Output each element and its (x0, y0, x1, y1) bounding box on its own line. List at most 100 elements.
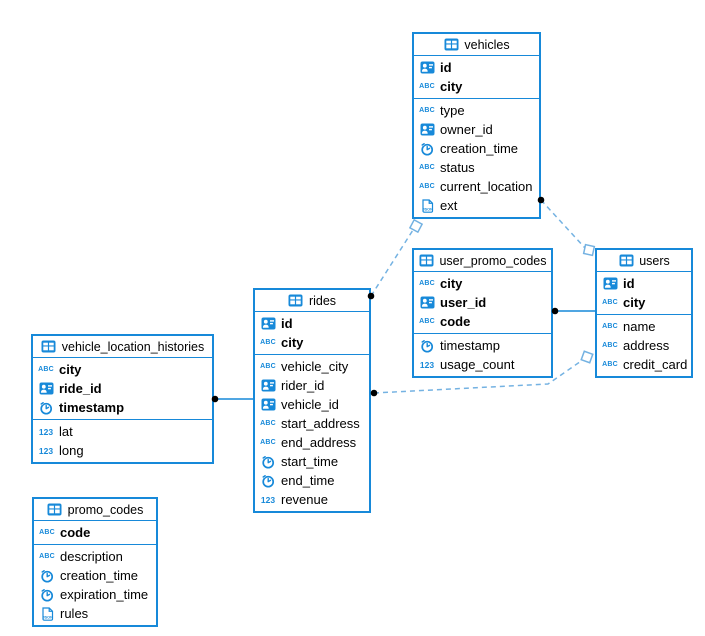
column-name: type (440, 103, 465, 118)
column-name: id (281, 316, 293, 331)
column-row[interactable]: ABC city (597, 293, 691, 312)
column-row[interactable]: ABC city (33, 360, 212, 379)
person-id-icon (38, 382, 54, 395)
column-row[interactable]: ABC type (414, 101, 539, 120)
column-row[interactable]: creation_time (414, 139, 539, 158)
abc-text-icon: ABC (39, 553, 55, 560)
table-header[interactable]: user_promo_codes (414, 250, 551, 272)
column-name: id (623, 276, 635, 291)
column-row[interactable]: vehicle_id (255, 395, 369, 414)
table-header[interactable]: rides (255, 290, 369, 312)
table-title: vehicle_location_histories (61, 339, 205, 354)
table-header[interactable]: vehicle_location_histories (33, 336, 212, 358)
column-row[interactable]: start_time (255, 452, 369, 471)
column-name: start_time (281, 454, 339, 469)
column-row[interactable]: expiration_time (34, 585, 156, 604)
column-name: timestamp (59, 400, 125, 415)
column-row[interactable]: user_id (414, 293, 551, 312)
column-row[interactable]: end_time (255, 471, 369, 490)
table-title: users (639, 253, 670, 268)
table-header[interactable]: promo_codes (34, 499, 156, 521)
column-name: long (59, 443, 84, 458)
person-id-icon (260, 379, 276, 392)
clock-icon (260, 455, 276, 469)
table-header[interactable]: vehicles (414, 34, 539, 56)
abc-text-icon: ABC (38, 366, 54, 373)
abc-text-icon: ABC (419, 318, 435, 325)
abc-text-icon: ABC (602, 299, 618, 306)
person-id-icon (419, 296, 435, 309)
relation-rides-vehicles[interactable] (370, 229, 414, 297)
table-header[interactable]: users (597, 250, 691, 272)
column-name: expiration_time (60, 587, 149, 602)
table-title: rides (308, 293, 337, 308)
relation-dot-endpoint (370, 389, 378, 397)
abc-text-icon: ABC (602, 323, 618, 330)
abc-text-icon: ABC (260, 339, 276, 346)
json-document-icon: JSON (39, 606, 55, 621)
column-row[interactable]: ride_id (33, 379, 212, 398)
relation-vehicles-users[interactable] (540, 199, 586, 249)
table-vehicle-location-histories[interactable]: vehicle_location_histories ABC city ride_i… (31, 334, 214, 464)
clock-icon (39, 588, 55, 602)
column-name: ext (440, 198, 458, 213)
123-number-icon: 123 (38, 426, 54, 437)
column-name: id (440, 60, 452, 75)
column-row[interactable]: timestamp (33, 398, 212, 417)
column-name: vehicle_id (281, 397, 339, 412)
column-name: current_location (440, 179, 533, 194)
column-row[interactable]: owner_id (414, 120, 539, 139)
column-name: code (440, 314, 471, 329)
column-name: city (59, 362, 82, 377)
abc-text-icon: ABC (419, 83, 435, 90)
column-row[interactable]: ABC code (414, 312, 551, 331)
column-row[interactable]: id (255, 314, 369, 333)
table-grid-icon (418, 254, 434, 267)
column-name: end_time (281, 473, 335, 488)
column-row[interactable]: creation_time (34, 566, 156, 585)
table-title: user_promo_codes (439, 253, 547, 268)
column-row[interactable]: rider_id (255, 376, 369, 395)
abc-text-icon: ABC (419, 107, 435, 114)
column-row[interactable]: JSON ext (414, 196, 539, 215)
abc-text-icon: ABC (260, 439, 276, 446)
json-document-icon: JSON (419, 198, 435, 213)
table-title: promo_codes (67, 502, 144, 517)
column-name: creation_time (440, 141, 519, 156)
column-row[interactable]: id (414, 58, 539, 77)
column-row[interactable]: id (597, 274, 691, 293)
column-name: city (623, 295, 646, 310)
column-row[interactable]: timestamp (414, 336, 551, 355)
column-name: user_id (440, 295, 487, 310)
